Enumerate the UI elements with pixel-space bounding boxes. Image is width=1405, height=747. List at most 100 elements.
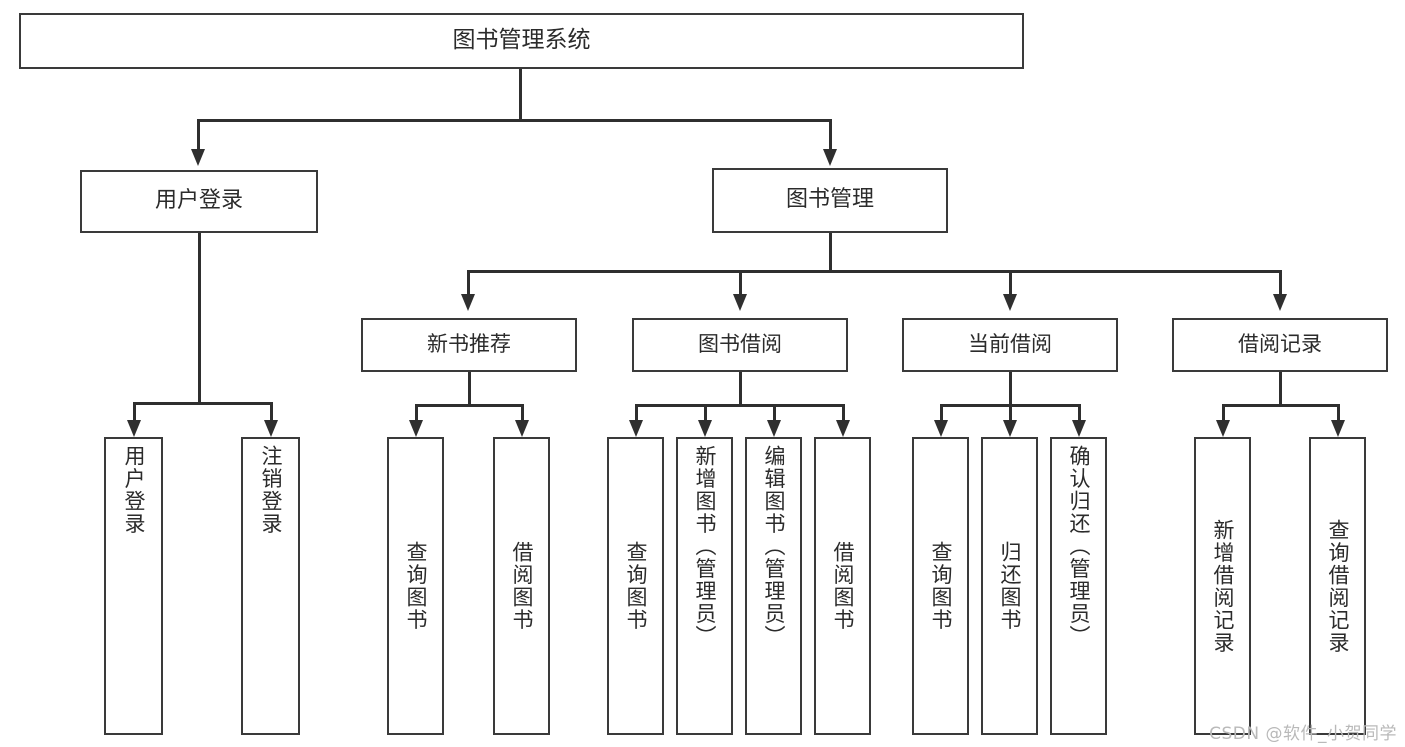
connector-br-drop-1 xyxy=(1222,404,1225,420)
connector-bm-drop-4 xyxy=(1279,270,1282,294)
arrowhead-nbr-leaf-2 xyxy=(515,420,529,437)
connector-user-login-drop-1 xyxy=(133,402,136,420)
leaf-text-wrap: 借阅图书 xyxy=(495,439,548,733)
arrowhead-bm-new-book-recommend xyxy=(461,294,475,311)
leaf-user-login[interactable]: 用户登录 xyxy=(104,437,163,735)
connector-root-to-book-management xyxy=(829,119,832,149)
leaf-text-wrap: 借阅图书 xyxy=(816,439,869,733)
node-label: 用户登录 xyxy=(122,445,146,535)
node-label: 新书推荐 xyxy=(427,332,511,357)
leaf-query-book-1[interactable]: 查询图书 xyxy=(387,437,444,735)
leaf-borrow-book-2[interactable]: 借阅图书 xyxy=(814,437,871,735)
node-label: 确认归还（管理员） xyxy=(1067,445,1091,648)
connector-nbr-drop-2 xyxy=(521,404,524,420)
leaf-text-wrap: 注销登录 xyxy=(243,439,298,733)
connector-bb-drop-4 xyxy=(842,404,845,420)
leaf-logout-login[interactable]: 注销登录 xyxy=(241,437,300,735)
connector-root-stem xyxy=(519,69,522,119)
node-label: 编辑图书（管理员） xyxy=(762,445,786,648)
connector-bm-drop-1 xyxy=(467,270,470,294)
node-label: 查询图书 xyxy=(404,541,428,631)
node-label: 图书管理 xyxy=(785,187,874,213)
connector-cb-drop-2 xyxy=(1009,404,1012,420)
leaf-edit-book[interactable]: 编辑图书（管理员） xyxy=(745,437,802,735)
leaf-query-book-3[interactable]: 查询图书 xyxy=(912,437,969,735)
node-label: 注销登录 xyxy=(259,445,283,535)
connector-nbr-drop-1 xyxy=(415,404,418,420)
arrowhead-bm-borrow-record xyxy=(1273,294,1287,311)
node-user-login[interactable]: 用户登录 xyxy=(80,170,318,233)
arrowhead-root-to-user-login xyxy=(191,149,205,166)
arrowhead-br-leaf-2 xyxy=(1331,420,1345,437)
leaf-add-record[interactable]: 新增借阅记录 xyxy=(1194,437,1251,735)
arrowhead-bb-leaf-4 xyxy=(836,420,850,437)
leaf-confirm-return[interactable]: 确认归还（管理员） xyxy=(1050,437,1107,735)
arrowhead-br-leaf-1 xyxy=(1216,420,1230,437)
leaf-query-book-2[interactable]: 查询图书 xyxy=(607,437,664,735)
leaf-text-wrap: 新增图书（管理员） xyxy=(678,439,731,733)
leaf-text-wrap: 新增借阅记录 xyxy=(1196,439,1249,733)
node-borrow-record[interactable]: 借阅记录 xyxy=(1172,318,1388,372)
arrowhead-bm-current-borrow xyxy=(1003,294,1017,311)
connector-br-drop-2 xyxy=(1337,404,1340,420)
node-label: 借阅记录 xyxy=(1238,332,1322,357)
node-book-management[interactable]: 图书管理 xyxy=(712,168,948,233)
connector-bb-bar xyxy=(635,404,844,407)
node-label: 用户登录 xyxy=(154,188,243,214)
leaf-add-book[interactable]: 新增图书（管理员） xyxy=(676,437,733,735)
connector-root-to-user-login xyxy=(197,119,200,149)
node-label: 查询借阅记录 xyxy=(1326,518,1350,654)
node-label: 新增图书（管理员） xyxy=(693,445,717,648)
arrowhead-user-login-leaf-2 xyxy=(264,420,278,437)
leaf-text-wrap: 查询图书 xyxy=(389,439,442,733)
leaf-query-record[interactable]: 查询借阅记录 xyxy=(1309,437,1366,735)
node-label: 图书借阅 xyxy=(698,332,782,357)
connector-bm-drop-2 xyxy=(739,270,742,294)
node-book-management-system[interactable]: 图书管理系统 xyxy=(19,13,1024,69)
arrowhead-bb-leaf-2 xyxy=(698,420,712,437)
node-label: 图书管理系统 xyxy=(452,27,591,54)
connector-root-bar xyxy=(197,119,831,122)
connector-cb-stem xyxy=(1009,372,1012,404)
connector-bb-drop-2 xyxy=(704,404,707,420)
connector-br-bar xyxy=(1222,404,1339,407)
leaf-borrow-book-1[interactable]: 借阅图书 xyxy=(493,437,550,735)
node-label: 归还图书 xyxy=(998,541,1022,631)
node-book-borrow[interactable]: 图书借阅 xyxy=(632,318,848,372)
connector-bm-drop-3 xyxy=(1009,270,1012,294)
leaf-text-wrap: 查询图书 xyxy=(914,439,967,733)
arrowhead-bb-leaf-3 xyxy=(767,420,781,437)
node-label: 借阅图书 xyxy=(510,541,534,631)
connector-book-management-bar xyxy=(467,270,1281,273)
node-label: 查询图书 xyxy=(624,541,648,631)
connector-nbr-bar xyxy=(415,404,523,407)
arrowhead-user-login-leaf-1 xyxy=(127,420,141,437)
node-new-book-recommend[interactable]: 新书推荐 xyxy=(361,318,577,372)
connector-cb-drop-1 xyxy=(940,404,943,420)
arrowhead-root-to-book-management xyxy=(823,149,837,166)
leaf-text-wrap: 查询借阅记录 xyxy=(1311,439,1364,733)
connector-nbr-stem xyxy=(468,372,471,404)
connector-book-management-stem xyxy=(829,233,832,270)
connector-bb-drop-1 xyxy=(635,404,638,420)
connector-bb-drop-3 xyxy=(773,404,776,420)
leaf-return-book[interactable]: 归还图书 xyxy=(981,437,1038,735)
arrowhead-nbr-leaf-1 xyxy=(409,420,423,437)
node-current-borrow[interactable]: 当前借阅 xyxy=(902,318,1118,372)
node-label: 新增借阅记录 xyxy=(1211,518,1235,654)
arrowhead-bm-book-borrow xyxy=(733,294,747,311)
arrowhead-cb-leaf-2 xyxy=(1003,420,1017,437)
leaf-text-wrap: 归还图书 xyxy=(983,439,1036,733)
connector-bb-stem xyxy=(739,372,742,404)
connector-cb-drop-3 xyxy=(1078,404,1081,420)
arrowhead-cb-leaf-3 xyxy=(1072,420,1086,437)
connector-user-login-stem xyxy=(198,233,201,402)
node-label: 当前借阅 xyxy=(968,332,1052,357)
connector-user-login-bar xyxy=(133,402,272,405)
leaf-text-wrap: 确认归还（管理员） xyxy=(1052,439,1105,733)
node-label: 查询图书 xyxy=(929,541,953,631)
leaf-text-wrap: 查询图书 xyxy=(609,439,662,733)
arrowhead-cb-leaf-1 xyxy=(934,420,948,437)
arrowhead-bb-leaf-1 xyxy=(629,420,643,437)
node-label: 借阅图书 xyxy=(831,541,855,631)
